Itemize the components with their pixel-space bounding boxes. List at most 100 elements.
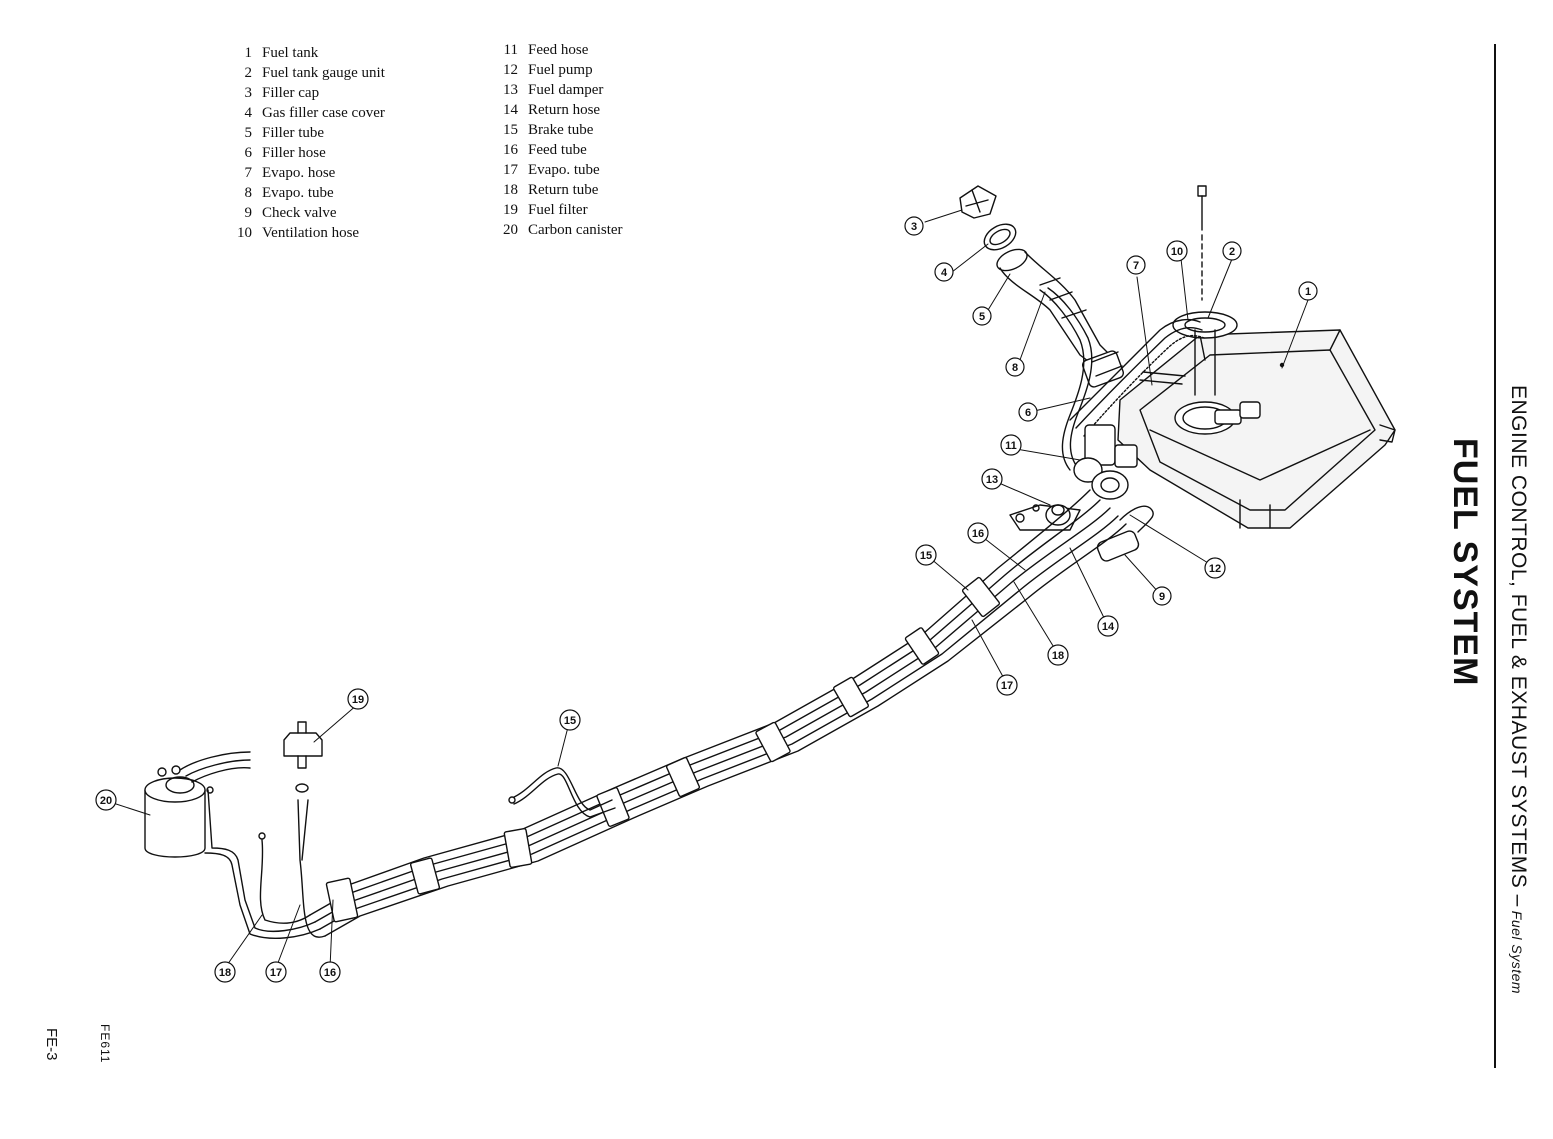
leader-lines [112,209,1309,969]
legend-number: 14 [503,102,518,118]
tube-clamp [596,787,630,827]
callout-6-text: 6 [1025,407,1031,419]
callout-5: 5 [972,306,992,326]
callout-1-text: 1 [1305,286,1311,298]
fuel-damper [1009,504,1081,531]
chapter-title: FUEL SYSTEM [1446,438,1484,687]
fuel-tank-gauge-unit [1172,311,1261,425]
legend-number: 17 [503,162,518,178]
callout-11-text: 11 [1005,440,1017,452]
tube-clamp [833,676,869,718]
legend-label: Brake tube [528,122,594,138]
callout-3: 3 [904,216,924,236]
callout-9: 9 [1152,586,1172,606]
callout-10: 10 [1166,240,1188,262]
ventilation-hoses [1039,287,1205,471]
callout-8-text: 8 [1012,362,1018,374]
callout-20: 20 [95,789,117,811]
callout-2-text: 2 [1229,246,1235,258]
legend-number: 8 [244,185,253,201]
legend-label: Evapo. tube [262,185,334,201]
callout-13: 13 [981,468,1003,490]
callout-16b-text: 16 [324,967,336,979]
callout-5-text: 5 [979,311,985,323]
callout-2: 2 [1222,241,1242,261]
side-rule [1494,44,1496,1068]
callout-7: 7 [1126,255,1146,275]
callout-12: 12 [1204,557,1226,579]
tube-clamp [904,627,940,665]
section-title-sub: Fuel System [1509,910,1525,995]
legend-item: 15 Brake tube [492,120,623,140]
legend-number: 15 [503,122,518,138]
tube-clamp [755,721,791,763]
legend-label: Fuel tank [262,45,319,61]
callout-4-text: 4 [941,267,948,279]
legend-label: Feed tube [528,142,587,158]
callout-16a-text: 16 [972,528,984,540]
legend-number: 10 [237,225,252,241]
legend-item: 4 Gas filler case cover [226,103,385,123]
legend-item: 6 Filler hose [226,143,385,163]
legend-label: Filler hose [262,145,326,161]
legend-item: 8 Evapo. tube [226,183,385,203]
rear-tube-ends [204,789,326,939]
legend-label: Filler tube [262,125,325,141]
legend-item: 14 Return hose [492,100,623,120]
legend-number: 4 [244,105,253,121]
tube-clamp [503,827,533,869]
callout-10-text: 10 [1171,246,1183,258]
legend-number: 9 [244,205,253,221]
callout-18b: 18 [214,961,236,983]
tube-clamp [665,756,701,798]
legend-label: Return hose [528,102,601,118]
filler-tube [996,248,1116,371]
callout-13-text: 13 [986,474,998,486]
callout-17a-text: 17 [1001,680,1013,692]
legend-label: Return tube [528,182,599,198]
callout-6: 6 [1018,402,1038,422]
legend-label: Fuel tank gauge unit [262,65,385,81]
callout-20-text: 20 [100,795,112,807]
legend-number: 19 [503,202,518,218]
legend-label: Feed hose [528,42,589,58]
legend-label: Check valve [262,205,337,221]
callout-15a: 15 [915,544,937,566]
callout-18a: 18 [1047,644,1069,666]
callout-14-text: 14 [1102,621,1115,633]
callout-3-text: 3 [911,221,917,233]
carbon-canister [144,751,251,858]
callout-15b: 15 [559,709,581,731]
legend-label: Filler cap [262,85,320,101]
callout-14: 14 [1097,615,1119,637]
callout-15b-text: 15 [564,715,576,727]
tube-clamp [961,576,1001,618]
tube-clamp [325,877,359,923]
section-title-main: ENGINE CONTROL, FUEL & EXHAUST SYSTEMS – [1507,385,1530,907]
legend-number: 6 [244,145,253,161]
callout-18a-text: 18 [1052,650,1064,662]
legend-label: Gas filler case cover [262,105,385,121]
legend-number: 7 [244,165,253,181]
legend-number: 12 [503,62,518,78]
gas-filler-case-cover [983,223,1017,251]
callout-16b: 16 [319,961,341,983]
legend-number: 2 [244,65,253,81]
callout-16a: 16 [967,522,989,544]
callout-8: 8 [1005,357,1025,377]
callout-1: 1 [1298,281,1318,301]
